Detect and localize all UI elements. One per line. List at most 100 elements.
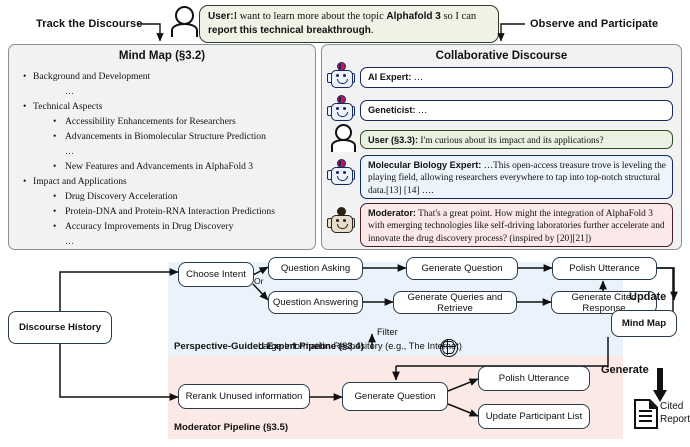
node-question-asking[interactable]: Question Asking xyxy=(268,257,363,280)
mind-map-item: • Drug Discovery Acceleration xyxy=(19,189,309,204)
mind-map-ellipsis: … xyxy=(19,144,309,159)
node-generate-queries-retrieve[interactable]: Generate Queries and Retrieve xyxy=(393,291,517,314)
discourse-message: Molecular Biology Expert: …This open-acc… xyxy=(326,155,675,199)
bullet-icon: • xyxy=(53,131,57,142)
node-question-answering-label: Question Answering xyxy=(272,297,359,308)
message-text: …This open-access treasure trove is leve… xyxy=(368,161,666,196)
node-generate-cited-response[interactable]: Generate Cited Response xyxy=(551,291,657,314)
user-top-bold-1: Alphafold 3 xyxy=(386,11,441,22)
bullet-icon: • xyxy=(53,191,57,202)
node-update-participant-list-label: Update Participant List xyxy=(485,411,583,422)
message-speaker: User (§3.3): xyxy=(368,135,419,145)
user-top-text-2: so I can xyxy=(440,11,477,22)
bullet-icon: • xyxy=(53,206,57,217)
mind-map-item-label: Technical Aspects xyxy=(33,101,103,112)
node-generate-queries-retrieve-label: Generate Queries and Retrieve xyxy=(407,291,503,314)
observe-and-participate-label: Observe and Participate xyxy=(530,18,659,30)
user-top-text-3: . xyxy=(370,24,374,36)
node-polish-utterance-moderator[interactable]: Polish Utterance xyxy=(478,366,590,391)
update-label: Update xyxy=(629,291,667,303)
message-speaker: Geneticist: xyxy=(368,105,416,115)
collaborative-discourse-panel: Collaborative Discourse AI Expert: …Gene… xyxy=(321,44,682,250)
mind-map-item: • Background and Development xyxy=(19,69,309,84)
user-top-bold-2: report this technical breakthrough xyxy=(208,24,371,36)
message-text: … xyxy=(411,73,424,83)
node-generate-question-expert[interactable]: Generate Question xyxy=(406,257,518,280)
mind-map-item-label: Advancements in Biomolecular Structure P… xyxy=(65,131,266,142)
message-bubble: User (§3.3): I'm curious about its impac… xyxy=(360,130,673,149)
mind-map-item-label: Accuracy Improvements in Drug Discovery xyxy=(65,221,234,232)
mind-map-item-label: Drug Discovery Acceleration xyxy=(65,191,178,202)
globe-icon xyxy=(439,338,458,357)
document-icon xyxy=(634,399,658,429)
message-speaker: Moderator: xyxy=(368,208,416,218)
mind-map-ellipsis: … xyxy=(19,234,309,249)
mind-map-item: • Protein-DNA and Protein-RNA Interaction… xyxy=(19,204,309,219)
discourse-message: User (§3.3): I'm curious about its impac… xyxy=(326,124,675,152)
message-speaker: AI Expert: xyxy=(368,72,412,82)
message-text: I'm curious about its impact and its app… xyxy=(418,136,604,146)
mind-map-item-label: … xyxy=(65,236,75,246)
message-speaker: Molecular Biology Expert: xyxy=(368,160,482,170)
node-mind-map[interactable]: Mind Map xyxy=(611,310,677,337)
collaborative-discourse-title: Collaborative Discourse xyxy=(435,50,568,62)
robot-icon xyxy=(327,62,355,92)
bullet-icon: • xyxy=(53,221,57,232)
node-choose-intent-label: Choose Intent xyxy=(186,269,246,280)
person-icon xyxy=(330,124,356,152)
node-mind-map-label: Mind Map xyxy=(621,318,667,329)
expert-pipeline-label: Perspective-Guided Expert Pipeline (§3.4… xyxy=(174,341,364,352)
bullet-icon: • xyxy=(23,101,27,112)
message-text: … xyxy=(415,106,428,116)
mind-map-ellipsis: … xyxy=(19,84,309,99)
mind-map-item-label: … xyxy=(65,86,75,96)
user-avatar-top xyxy=(170,6,198,37)
message-bubble: AI Expert: … xyxy=(360,67,673,88)
node-discourse-history[interactable]: Discourse History xyxy=(8,311,112,344)
node-question-asking-label: Question Asking xyxy=(280,263,351,274)
bullet-icon: • xyxy=(23,176,27,187)
node-polish-utterance-moderator-label: Polish Utterance xyxy=(498,373,570,384)
mind-map-item-label: Protein-DNA and Protein-RNA Interaction … xyxy=(65,206,275,217)
robot-icon-moderator xyxy=(327,207,355,237)
node-generate-cited-response-label: Generate Cited Response xyxy=(571,291,637,314)
message-bubble: Geneticist: … xyxy=(360,100,673,121)
node-polish-utterance-expert[interactable]: Polish Utterance xyxy=(552,257,657,280)
mind-map-item-label: Impact and Applications xyxy=(33,176,127,187)
message-text: That's a great point. How might the inte… xyxy=(368,209,665,244)
generate-label: Generate xyxy=(601,364,649,376)
user-top-message: User:I want to learn more about the topi… xyxy=(199,5,499,43)
robot-icon xyxy=(327,95,355,125)
discourse-message: Geneticist: … xyxy=(326,95,675,121)
bullet-icon: • xyxy=(53,161,57,172)
mind-map-item-label: Accessibility Enhancements for Researche… xyxy=(65,116,236,127)
node-choose-intent[interactable]: Choose Intent xyxy=(178,262,254,287)
cited-report-label: Cited Report xyxy=(660,401,690,425)
track-the-discourse-label: Track the Discourse xyxy=(36,18,143,30)
node-rerank-label: Rerank Unused information xyxy=(185,391,303,402)
node-generate-question-moderator[interactable]: Generate Question xyxy=(342,382,448,411)
mind-map-title: Mind Map (§3.2) xyxy=(118,50,206,62)
discourse-message: Moderator: That's a great point. How mig… xyxy=(326,203,675,247)
node-polish-utterance-expert-label: Polish Utterance xyxy=(569,263,640,274)
mind-map-list: • Background and Development … • Technical A… xyxy=(19,69,309,249)
mind-map-item-label: New Features and Advancements in AlphaFo… xyxy=(65,161,254,172)
moderator-pipeline-label: Moderator Pipeline (§3.5) xyxy=(174,422,289,433)
node-rerank-unused-information[interactable]: Rerank Unused information xyxy=(178,384,310,409)
mind-map-item-label: Background and Development xyxy=(33,71,151,82)
node-question-answering[interactable]: Question Answering xyxy=(268,291,363,314)
node-generate-question-moderator-label: Generate Question xyxy=(354,391,436,402)
node-update-participant-list[interactable]: Update Participant List xyxy=(478,404,590,429)
mind-map-item: •Accessibility Enhancements for Research… xyxy=(19,114,309,129)
discourse-message: AI Expert: … xyxy=(326,62,675,88)
user-top-text-1: I want to learn more about the topic xyxy=(233,11,387,22)
mind-map-item-label: … xyxy=(65,146,75,156)
mind-map-item: • Accuracy Improvements in Drug Discovery xyxy=(19,219,309,234)
mind-map-panel: Mind Map (§3.2) • Background and Developm… xyxy=(8,44,316,250)
bullet-icon: • xyxy=(23,71,27,82)
message-bubble: Molecular Biology Expert: …This open-acc… xyxy=(360,155,673,199)
mind-map-item: • Advancements in Biomolecular Structure … xyxy=(19,129,309,144)
node-generate-question-expert-label: Generate Question xyxy=(421,263,503,274)
node-discourse-history-label: Discourse History xyxy=(18,322,102,333)
